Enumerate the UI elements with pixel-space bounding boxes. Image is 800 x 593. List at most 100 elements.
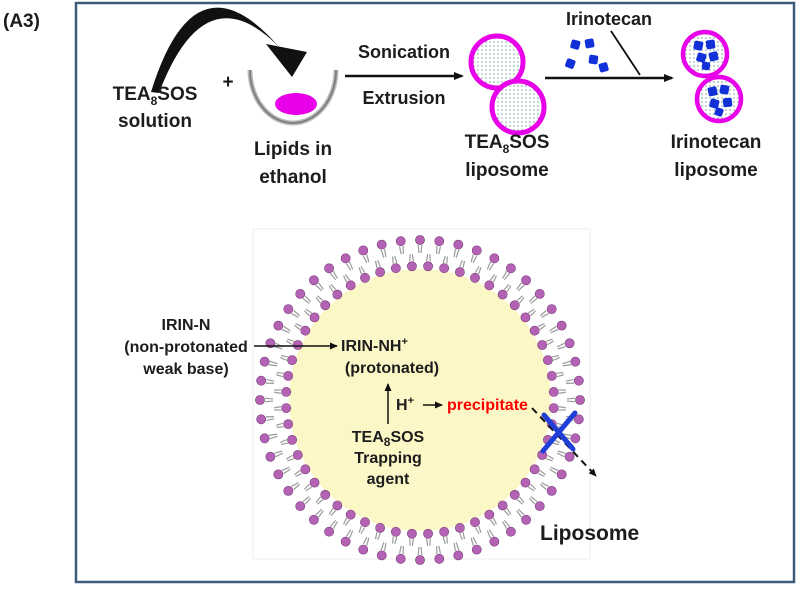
lipid-tail-outer [516,510,522,518]
irin-nh-label: IRIN-NH+ [341,336,408,355]
lipid-head-outer [471,544,482,555]
lipid-tail-inner [360,266,366,273]
drug-molecule [584,38,595,49]
lipid-tail-inner [459,533,463,540]
lipid-tail-outer [472,536,478,545]
lipid-tail-inner [294,469,301,476]
lipid-tail-inner [492,517,498,525]
lipid-tail-inner [328,285,334,293]
lipid-tail-inner [317,295,324,301]
drug-molecule [719,84,730,95]
lipid-head-inner [520,312,531,323]
lipid-head-outer [575,395,585,405]
lipid-head-outer [570,433,581,444]
lipid-head-outer [376,239,387,250]
lipid-tail-inner [539,324,546,331]
lipid-tail-inner [317,499,324,505]
lipid-tail-outer [380,542,385,551]
trapping-agent-formula: TEA8SOS [352,429,425,449]
lipid-tail-outer [453,542,456,552]
lipid-head-inner [407,261,417,272]
lipid-head-outer [521,514,531,525]
lipid-tail-inner [315,496,321,503]
lipid-head-inner [287,434,297,445]
lipid-tail-outer [281,466,290,471]
lipid-head-inner [281,387,292,397]
lipid-tail-inner [537,322,545,328]
lipid-tail-inner [527,486,535,492]
lipid-tail-outer [349,530,354,539]
lipid-head-inner [470,272,480,283]
lipid-tail-outer [269,435,278,440]
lipid-head-outer [453,239,464,250]
lipid-head-outer [471,245,482,256]
bowl-outline [249,69,337,124]
lipid-head-outer [340,536,351,547]
lipid-head-outer [434,553,445,564]
lipid-tail-outer [362,536,368,545]
lipid-tail-inner [374,260,378,268]
lipid-tail-outer [318,282,324,290]
lipid-tail-outer [530,298,538,304]
lipid-tail-inner [442,536,446,544]
lipid-tail-outer [530,496,538,502]
lipid-tail-outer [549,468,557,475]
lipid-head-inner [423,261,433,272]
lipid-tail-outer [566,397,576,400]
lipid-head-inner [375,267,386,277]
lipid-tail-outer [266,378,275,382]
lipid-tail-inner [545,458,553,462]
lipid-tail-outer [384,542,387,552]
lipid-head-inner [300,325,311,336]
lipid-tail-inner [274,391,282,394]
protonated-label: (protonated) [345,360,439,377]
lipid-tail-outer [556,342,565,348]
lipid-tail-inner [503,510,510,517]
lipid-tail-outer [384,248,387,258]
lipid-head-inner [484,280,495,291]
lipid-tail-outer [398,545,402,554]
lipid-tail-outer [517,284,525,292]
lipid-tail-outer [503,519,510,527]
irinotecan-liposome-label-line2: liposome [674,160,757,181]
lipid-tail-inner [539,469,546,476]
panel-label: (A3) [3,11,40,32]
lipid-tail-inner [426,254,429,262]
lipid-head-inner [548,403,559,413]
drug-molecule [722,97,733,108]
lipid-head-outer [256,414,267,425]
lipid-head-inner [470,517,480,528]
lipid-head-outer [295,501,306,511]
lipid-tail-outer [268,433,278,436]
lipid-tail-inner [519,297,525,304]
lipid-head-inner [283,419,294,430]
lipid-tail-outer [486,261,491,270]
lipid-tail-inner [295,322,303,328]
lipid-tail-inner [446,256,448,264]
lipid-head-inner [360,272,370,283]
lipid-head-inner [320,300,331,311]
lipid-tail-inner [553,357,560,361]
proton-label: H+ [396,395,414,414]
lipid-tail-inner [276,372,284,374]
lipid-head-outer [534,288,545,299]
panel-frame [74,1,796,584]
sonication-label: Sonication [358,42,450,62]
lipid-tail-inner [305,486,313,492]
lipid-tail-outer [362,255,368,264]
lipid-tail-outer [291,482,299,488]
lipid-head-outer [259,433,270,444]
lipid-tail-outer [330,519,337,527]
lipid-tail-inner [344,274,351,281]
lipid-tail-outer [517,508,525,516]
curved-transfer-arrow [151,7,307,93]
lipid-head-outer [273,320,284,331]
lipid-tail-outer [304,497,312,505]
lipid-tail-outer [366,254,370,263]
lipid-tail-inner [552,354,560,358]
liposome-shell [694,74,744,124]
irin-n-desc-line2: weak base) [142,361,228,378]
lipid-head-inner [300,464,311,475]
lipid-tail-inner [492,275,498,283]
irinotecan-liposome-1 [680,29,730,79]
